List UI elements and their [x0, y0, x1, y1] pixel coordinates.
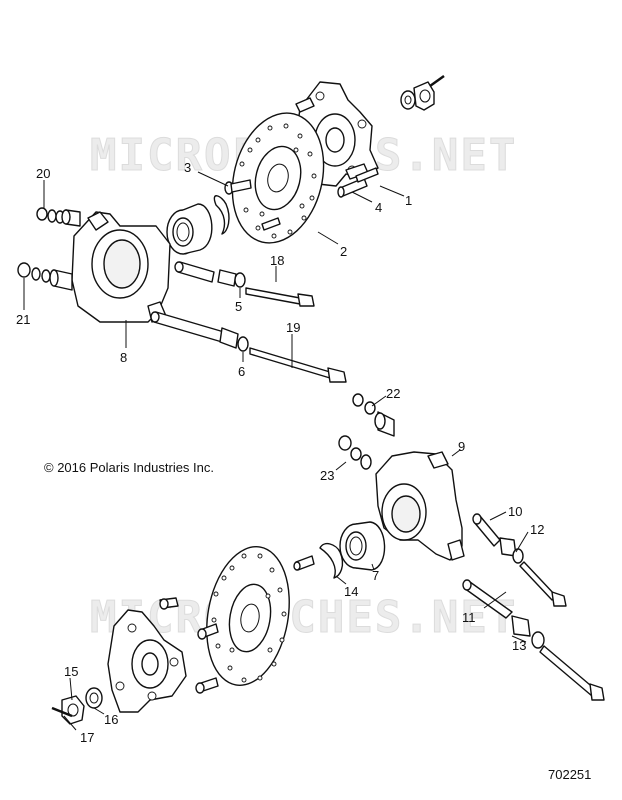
callout-22: 22 — [386, 386, 400, 401]
callout-20: 20 — [36, 166, 50, 181]
bushing-stack-23 — [338, 435, 372, 470]
callout-2: 2 — [340, 244, 347, 259]
hub-nut-upper — [400, 74, 445, 111]
brake-disc-upper — [231, 112, 325, 244]
callout-23: 23 — [320, 468, 334, 483]
callout-16: 16 — [104, 712, 118, 727]
snap-ring-upper — [213, 195, 230, 235]
bushing-stack-21 — [17, 262, 73, 291]
bolt-18 — [174, 261, 315, 307]
callout-19: 19 — [286, 320, 300, 335]
bearing-carrier-lower — [375, 451, 465, 561]
callout-13: 13 — [512, 638, 526, 653]
callouts: 1 2 3 4 5 6 7 8 9 10 11 12 13 14 15 16 1… — [16, 160, 544, 745]
pin-11 — [462, 579, 605, 701]
callout-1: 1 — [405, 193, 412, 208]
callout-6: 6 — [238, 364, 245, 379]
callout-21: 21 — [16, 312, 30, 327]
callout-11: 11 — [462, 610, 476, 625]
callout-18: 18 — [270, 253, 284, 268]
copyright-notice: © 2016 Polaris Industries Inc. — [44, 460, 214, 475]
bushing-stack-22 — [352, 393, 395, 437]
callout-3: 3 — [184, 160, 191, 175]
callout-4: 4 — [375, 200, 382, 215]
bearing-carrier-upper — [71, 211, 171, 323]
callout-8: 8 — [120, 350, 127, 365]
snap-ring-lower — [319, 542, 344, 579]
callout-17: 17 — [80, 730, 94, 745]
brake-disc-lower — [206, 546, 290, 686]
callout-9: 9 — [458, 439, 465, 454]
callout-15: 15 — [64, 664, 78, 679]
leader-lines — [23, 171, 529, 731]
disc-bolts-lower — [159, 555, 315, 694]
callout-12: 12 — [530, 522, 544, 537]
callout-5: 5 — [235, 299, 242, 314]
hub-lower — [107, 609, 187, 713]
pin-10 — [472, 513, 567, 607]
bearing-upper — [166, 203, 213, 255]
callout-14: 14 — [344, 584, 358, 599]
callout-10: 10 — [508, 504, 522, 519]
bushing-stack-20 — [36, 207, 81, 227]
callout-7: 7 — [372, 568, 379, 583]
hub-nut-lower — [51, 687, 103, 725]
disc-bolt-upper — [224, 179, 281, 231]
wheel-studs-upper — [337, 167, 379, 198]
bolt-19 — [150, 311, 347, 383]
diagram-number: 702251 — [548, 767, 592, 782]
bearing-lower — [339, 521, 386, 571]
